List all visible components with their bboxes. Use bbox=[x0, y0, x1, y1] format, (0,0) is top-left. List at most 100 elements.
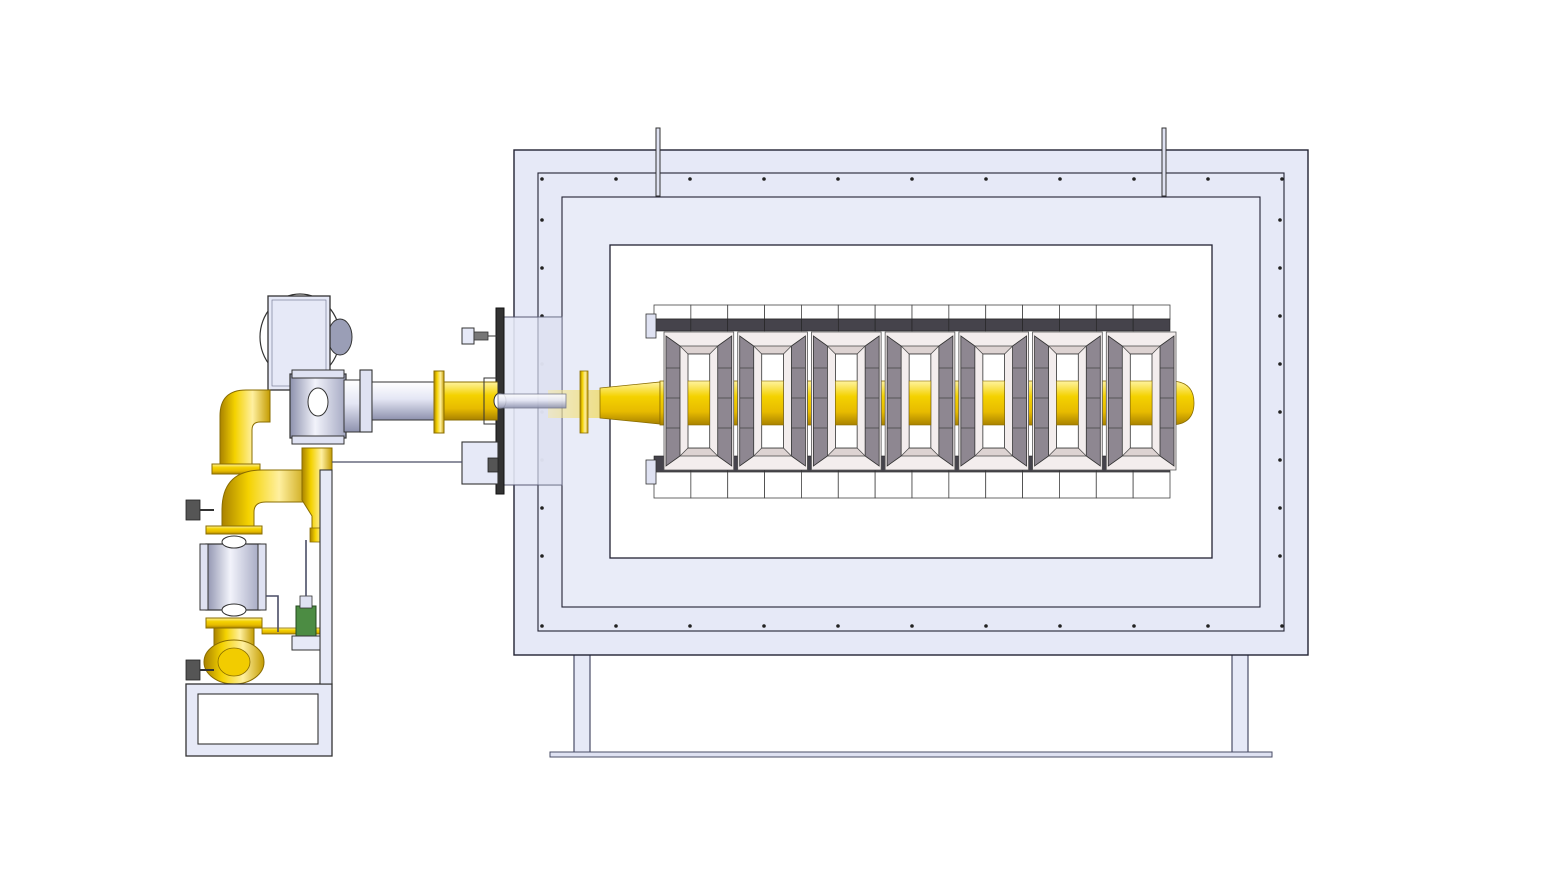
top-block-face bbox=[1132, 318, 1171, 332]
bottom-block bbox=[1132, 471, 1171, 499]
bottom-block bbox=[948, 471, 987, 499]
flange-bolt bbox=[1132, 624, 1136, 628]
bottom-block bbox=[837, 471, 876, 499]
top-block bbox=[690, 304, 729, 320]
top-block bbox=[1095, 304, 1134, 320]
bottom-block bbox=[801, 471, 839, 499]
block-frame-left bbox=[1034, 335, 1049, 467]
hand-valve-handwheels bbox=[185, 499, 214, 681]
flange-bolt bbox=[1278, 506, 1282, 510]
flange-bolt bbox=[1206, 177, 1210, 181]
top-block bbox=[764, 304, 802, 320]
top-block-face bbox=[801, 318, 839, 332]
block-frame-left bbox=[813, 335, 828, 467]
flange-bolt bbox=[1278, 266, 1282, 270]
block-frame-right bbox=[1085, 335, 1101, 467]
block-frame-left bbox=[960, 335, 976, 467]
block-frame-right bbox=[864, 335, 880, 467]
radiant-tube-segment bbox=[761, 380, 784, 426]
bottom-block bbox=[874, 471, 913, 499]
top-block-face bbox=[911, 318, 950, 332]
top-block bbox=[653, 304, 692, 320]
flange-bolt bbox=[540, 177, 544, 181]
bottom-block bbox=[690, 471, 729, 499]
end-cap bbox=[645, 313, 657, 339]
block-frame-right bbox=[791, 335, 806, 467]
bottom-block bbox=[653, 471, 692, 499]
radiant-tube-segment bbox=[982, 380, 1005, 426]
flange-bolt bbox=[1206, 624, 1210, 628]
flange-bolt bbox=[614, 177, 618, 181]
flange-bolt bbox=[540, 506, 544, 510]
bottom-block bbox=[911, 471, 950, 499]
top-block bbox=[1022, 304, 1060, 320]
bottom-block bbox=[727, 471, 765, 499]
top-block-face bbox=[1022, 318, 1060, 332]
bottom-block bbox=[1022, 471, 1060, 499]
top-block bbox=[985, 304, 1023, 320]
top-block-face bbox=[874, 318, 913, 332]
flange-bolt bbox=[1058, 624, 1062, 628]
top-block-face bbox=[653, 318, 692, 332]
block-frame-right bbox=[717, 335, 733, 467]
radiant-tube-segment bbox=[687, 380, 711, 426]
top-block bbox=[727, 304, 765, 320]
radiant-tube-segment bbox=[1129, 380, 1153, 426]
flange-bolt bbox=[910, 624, 914, 628]
refractory-block-array bbox=[645, 304, 1177, 499]
top-block-face bbox=[764, 318, 802, 332]
block-frame-right bbox=[938, 335, 954, 467]
bottom-block bbox=[1095, 471, 1134, 499]
end-cap bbox=[645, 459, 657, 485]
block-frame-left bbox=[665, 335, 681, 467]
top-block-face bbox=[985, 318, 1023, 332]
flange-bolt bbox=[540, 218, 544, 222]
top-block-face bbox=[727, 318, 765, 332]
flange-bolt bbox=[1132, 177, 1136, 181]
combustion-air-blower bbox=[259, 293, 353, 391]
gas-burner-assembly bbox=[289, 327, 567, 485]
lifting-lugs bbox=[655, 127, 1167, 197]
flange-bolt bbox=[1280, 177, 1284, 181]
flange-bolt bbox=[910, 177, 914, 181]
top-block bbox=[801, 304, 839, 320]
top-block bbox=[1132, 304, 1171, 320]
flange-bolt bbox=[762, 624, 766, 628]
top-block bbox=[948, 304, 987, 320]
flange-bolt bbox=[540, 554, 544, 558]
top-block-face bbox=[690, 318, 729, 332]
flange-bolt bbox=[1278, 458, 1282, 462]
flange-bolt bbox=[762, 177, 766, 181]
bottom-block bbox=[764, 471, 802, 499]
flange-bolt bbox=[1278, 314, 1282, 318]
top-block bbox=[837, 304, 876, 320]
block-frame-left bbox=[1107, 335, 1123, 467]
flange-bolt bbox=[1278, 362, 1282, 366]
top-block bbox=[874, 304, 913, 320]
radiant-tube-segment bbox=[908, 380, 932, 426]
flange-bolt bbox=[836, 177, 840, 181]
flange-bolt bbox=[614, 624, 618, 628]
flange-bolt bbox=[1280, 624, 1284, 628]
gas-train-base-frame bbox=[185, 469, 333, 757]
flange-bolt bbox=[984, 624, 988, 628]
flange-bolt bbox=[1058, 177, 1062, 181]
top-block-face bbox=[837, 318, 876, 332]
flange-bolt bbox=[688, 177, 692, 181]
top-block-face bbox=[1095, 318, 1134, 332]
top-block bbox=[911, 304, 950, 320]
radiant-tube-segment bbox=[835, 380, 858, 426]
top-block bbox=[1059, 304, 1097, 320]
block-frame-right bbox=[1012, 335, 1027, 467]
flange-bolt bbox=[540, 266, 544, 270]
block-frame-right bbox=[1159, 335, 1175, 467]
block-frame-left bbox=[886, 335, 902, 467]
flange-bolt bbox=[1278, 218, 1282, 222]
top-block-face bbox=[948, 318, 987, 332]
flange-bolt bbox=[984, 177, 988, 181]
bottom-block bbox=[1059, 471, 1097, 499]
flange-bolt bbox=[1278, 410, 1282, 414]
gas-train-piping bbox=[199, 389, 333, 701]
